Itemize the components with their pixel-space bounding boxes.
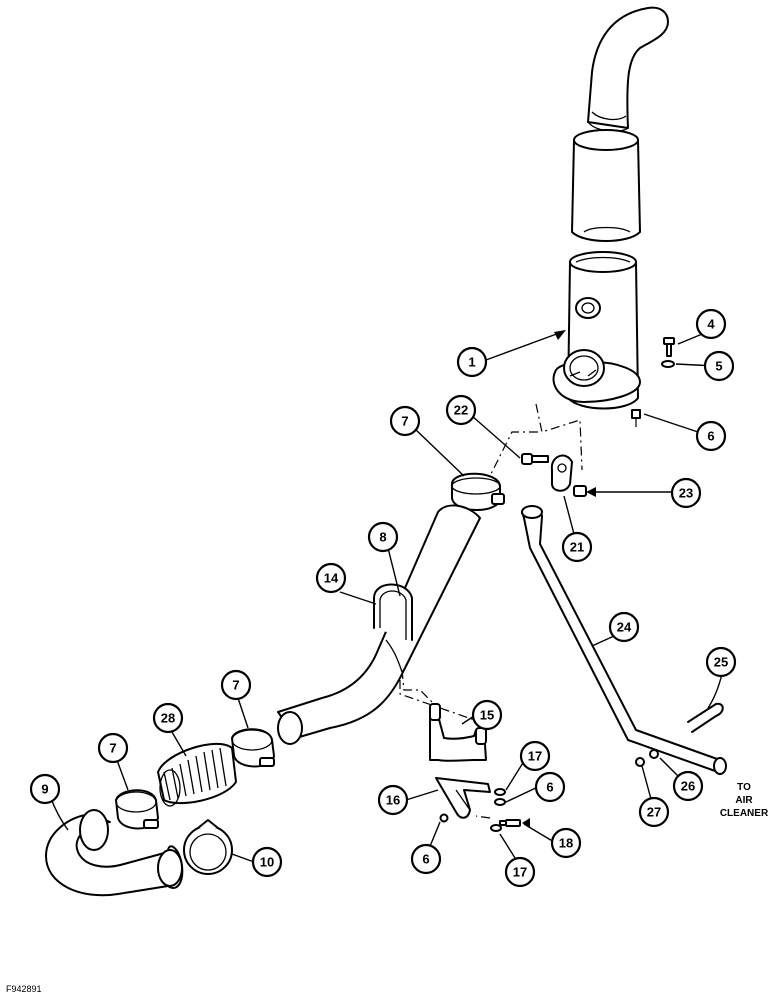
svg-text:17: 17 — [513, 865, 527, 880]
svg-text:7: 7 — [401, 414, 408, 429]
nut-6-lower-left — [439, 813, 449, 823]
svg-text:7: 7 — [109, 741, 116, 756]
svg-text:10: 10 — [260, 855, 274, 870]
callout-22[interactable]: 22 — [445, 394, 477, 426]
bracket-21 — [550, 454, 573, 492]
callout-18[interactable]: 18 — [550, 827, 582, 859]
callout-9[interactable]: 9 — [29, 773, 61, 805]
callout-7[interactable]: 7 — [97, 732, 129, 764]
svg-text:9: 9 — [41, 782, 48, 797]
callout-6[interactable]: 6 — [534, 771, 566, 803]
exhaust-stack-elbow — [587, 6, 669, 133]
svg-text:8: 8 — [379, 530, 386, 545]
callout-14[interactable]: 14 — [315, 562, 347, 594]
callout-8[interactable]: 8 — [367, 521, 399, 553]
bolt-4 — [663, 337, 675, 357]
svg-text:4: 4 — [707, 317, 715, 332]
pipe-8 — [277, 504, 481, 745]
washer-26 — [649, 749, 659, 759]
callout-7[interactable]: 7 — [389, 405, 421, 437]
svg-text:16: 16 — [386, 793, 400, 808]
callout-6[interactable]: 6 — [410, 843, 442, 875]
u-bolt-25 — [687, 702, 724, 733]
hardware-17-6-upper — [494, 788, 506, 806]
svg-text:28: 28 — [161, 711, 175, 726]
callout-10[interactable]: 10 — [251, 846, 283, 878]
washer-17-lower — [490, 824, 502, 832]
bracket-16 — [435, 777, 491, 819]
callout-21[interactable]: 21 — [561, 531, 593, 563]
svg-text:26: 26 — [681, 779, 695, 794]
svg-text:27: 27 — [647, 805, 661, 820]
callout-17[interactable]: 17 — [519, 740, 551, 772]
callout-23[interactable]: 23 — [670, 477, 702, 509]
u-bolt-14 — [373, 583, 413, 641]
callout-16[interactable]: 16 — [377, 784, 409, 816]
callout-15[interactable]: 15 — [471, 699, 503, 731]
exhaust-stack-upper-tube — [571, 129, 641, 242]
svg-text:24: 24 — [617, 620, 632, 635]
svg-text:25: 25 — [714, 655, 728, 670]
svg-text:AIR: AIR — [735, 795, 753, 806]
bolt-18 — [499, 819, 521, 827]
leader-lines — [49, 329, 723, 867]
callout-26[interactable]: 26 — [672, 770, 704, 802]
svg-text:CLEANER: CLEANER — [720, 808, 769, 819]
svg-text:23: 23 — [679, 486, 693, 501]
nut-27 — [635, 757, 645, 767]
callout-28[interactable]: 28 — [152, 702, 184, 734]
callout-6[interactable]: 6 — [695, 420, 727, 452]
svg-text:6: 6 — [422, 852, 429, 867]
clamp-7-middle — [231, 728, 275, 768]
nut-23 — [573, 485, 587, 497]
washer-5 — [661, 360, 675, 368]
callout-27[interactable]: 27 — [638, 796, 670, 828]
callout-17[interactable]: 17 — [504, 856, 536, 888]
callout-4[interactable]: 4 — [695, 308, 727, 340]
callout-25[interactable]: 25 — [705, 646, 737, 678]
flex-bellows-28 — [157, 742, 237, 807]
svg-text:7: 7 — [232, 678, 239, 693]
svg-text:21: 21 — [570, 540, 584, 555]
svg-text:TO: TO — [737, 782, 751, 793]
bracket-15 — [429, 703, 487, 762]
tube-24 — [521, 505, 727, 775]
callout-5[interactable]: 5 — [703, 350, 735, 382]
svg-text:14: 14 — [324, 571, 339, 586]
to-air-cleaner-note: TO AIR CLEANER — [720, 782, 769, 819]
svg-text:15: 15 — [480, 708, 494, 723]
svg-text:6: 6 — [707, 429, 714, 444]
clamp-7-lower — [115, 789, 159, 830]
svg-text:5: 5 — [715, 359, 722, 374]
callout-24[interactable]: 24 — [608, 611, 640, 643]
bolt-22 — [521, 453, 549, 465]
svg-text:6: 6 — [546, 780, 553, 795]
svg-text:18: 18 — [559, 836, 573, 851]
muffler-body — [552, 251, 641, 410]
svg-text:1: 1 — [468, 355, 475, 370]
nut-6-top — [631, 409, 641, 419]
svg-text:22: 22 — [454, 403, 468, 418]
elbow-pipe-9 — [45, 809, 184, 897]
svg-text:17: 17 — [528, 749, 542, 764]
figure-id: F942891 — [6, 984, 42, 994]
callout-1[interactable]: 1 — [456, 346, 488, 378]
clamp-10 — [183, 819, 233, 875]
callout-7[interactable]: 7 — [220, 669, 252, 701]
clamp-7-upper — [451, 472, 505, 511]
